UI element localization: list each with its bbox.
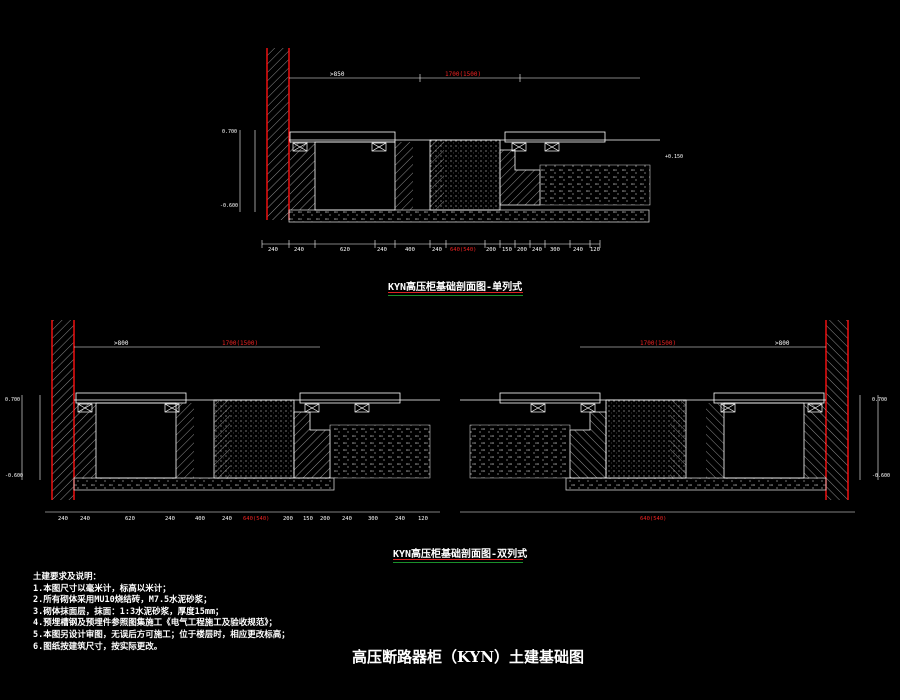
side-dim-label: 0.700 [222, 129, 237, 135]
floor-slab [288, 209, 650, 223]
bottom-dim-label: 150 [303, 516, 313, 522]
double-row-section-left: 1700(1500) >800 0.700 -0.600 240 240 620… [5, 320, 440, 522]
bottom-dim-label: 150 [502, 247, 512, 253]
channel-steel [504, 131, 606, 143]
bottom-dim-label: 240 [377, 247, 387, 253]
double-row-section-right [460, 320, 879, 513]
top-dim-left-label: >800 [114, 340, 129, 347]
notes-heading: 土建要求及说明： [33, 572, 102, 582]
top-dim-left-label: >800 [775, 340, 790, 347]
caption-underline-red [393, 559, 523, 560]
note-item: 3.砌体抹面层，抹面：1:3水泥砂浆，厚度15mm； [33, 606, 224, 617]
caption-underline-green [388, 295, 523, 296]
double-row-caption: KYN高压柜基础剖面图-双列式 [393, 549, 528, 560]
side-dim-label: +0.150 [665, 154, 683, 160]
drawing-title: 高压断路器柜（KYN）土建基础图 [352, 648, 585, 666]
bottom-dim-label: 240 [432, 247, 442, 253]
side-dim-label: -0.600 [220, 203, 238, 209]
bottom-dim-label: 400 [195, 516, 205, 522]
bottom-dim-label: 200 [486, 247, 496, 253]
bottom-dim-label: 200 [320, 516, 330, 522]
top-dim-left-label: >850 [330, 71, 345, 78]
single-row-section: 1700(1500) >850 0.700 -0.600 +0.150 240 … [220, 48, 683, 253]
bottom-dim-label: 200 [283, 516, 293, 522]
bottom-dim-label: 240 [573, 247, 583, 253]
note-item: 2.所有砌体采用MU10烧结砖，M7.5水泥砂浆； [33, 595, 212, 606]
bottom-dim-label: 240 [395, 516, 405, 522]
bottom-dim-label: 240 [58, 516, 68, 522]
side-dim-label: 0.700 [5, 397, 20, 403]
bottom-dim-label: 620 [340, 247, 350, 253]
bottom-dim-label: 400 [405, 247, 415, 253]
note-item: 4.预埋槽钢及预埋件参照图集施工《电气工程施工及验收规范》； [33, 618, 277, 629]
side-dim-label: -0.600 [5, 473, 23, 479]
top-dim-red-label: 1700(1500) [222, 340, 258, 347]
bottom-dim-label: 240 [80, 516, 90, 522]
wall-hatch [267, 48, 289, 220]
cable-trench [314, 141, 396, 211]
bottom-dim-label: 120 [590, 247, 600, 253]
note-item: 1.本图尺寸以毫米计，标高以米计； [33, 583, 171, 594]
bottom-dim-label-red: 640(540) [243, 516, 270, 522]
single-row-caption: KYN高压柜基础剖面图-单列式 [388, 282, 523, 293]
bottom-dim-label: 240 [222, 516, 232, 522]
bottom-dim-label: 620 [125, 516, 135, 522]
note-item: 5.本图另设计审图，无误后方可施工；位于楼层时，相应更改标高； [33, 629, 290, 640]
side-dim-label: -0.600 [872, 473, 890, 479]
top-dim-red-label: 1700(1500) [640, 340, 676, 347]
bottom-dim-label: 240 [532, 247, 542, 253]
caption-underline-red [388, 292, 523, 293]
channel-steel [289, 131, 396, 143]
note-item: 6.图纸按建筑尺寸，按实际更改。 [33, 641, 163, 652]
caption-underline-green [393, 562, 523, 563]
top-dim-red-label: 1700(1500) [445, 71, 481, 78]
bottom-dim-label: 240 [342, 516, 352, 522]
bottom-dim-label: 240 [165, 516, 175, 522]
bottom-dim-label: 300 [550, 247, 560, 253]
bottom-dim-label: 200 [517, 247, 527, 253]
bottom-dim-label: 240 [294, 247, 304, 253]
construction-notes: 土建要求及说明： 1.本图尺寸以毫米计，标高以米计； 2.所有砌体采用MU10烧… [33, 572, 290, 653]
bottom-dim-label-red: 640(540) [450, 247, 477, 253]
side-dim-label: 0.700 [872, 397, 887, 403]
bottom-dim-label: 120 [418, 516, 428, 522]
bottom-dim-label-red: 640(540) [640, 516, 667, 522]
bottom-dim-label: 240 [268, 247, 278, 253]
bottom-dim-label: 300 [368, 516, 378, 522]
